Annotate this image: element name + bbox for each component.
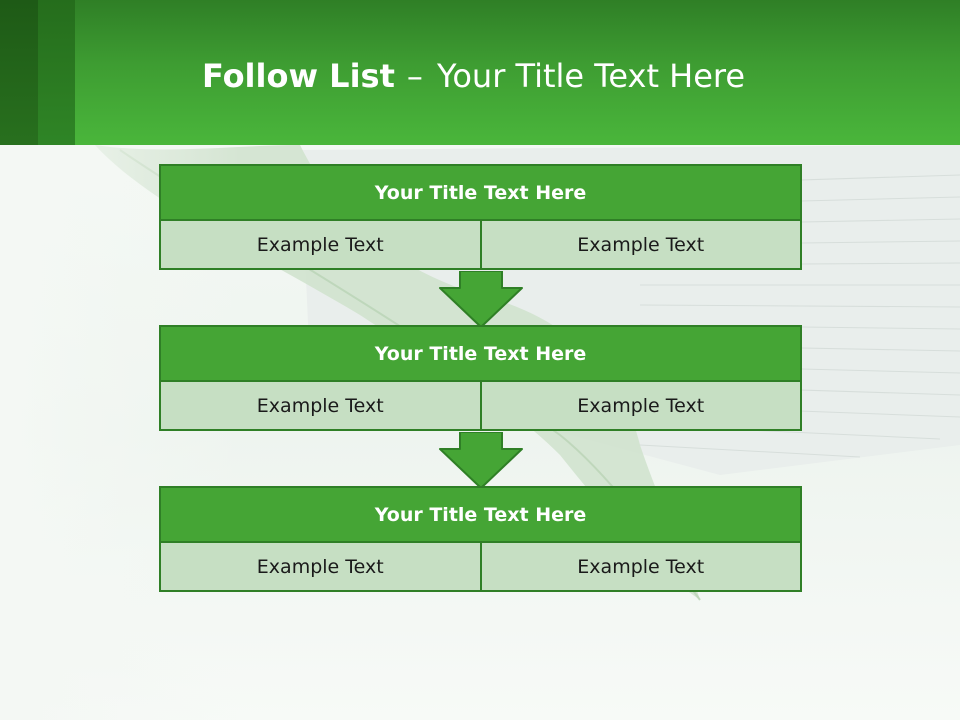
flow-step: Your Title Text Here Example Text Exampl… [159,164,802,270]
flow-step-cell-left: Example Text [159,221,482,270]
flow-step: Your Title Text Here Example Text Exampl… [159,486,802,592]
slide-title-bold: Follow List [202,57,395,95]
header-band: Follow List– Your Title Text Here [0,0,960,145]
flow-step-cell-left: Example Text [159,543,482,592]
flow-step-title: Your Title Text Here [159,325,802,382]
flow-step-row: Example Text Example Text [159,543,802,592]
flow-step: Your Title Text Here Example Text Exampl… [159,325,802,431]
flow-step-title: Your Title Text Here [159,164,802,221]
slide-title-separator: – [406,57,423,95]
flow-step-cell-right: Example Text [481,221,802,270]
flow-step-title: Your Title Text Here [159,486,802,543]
slide-title-rest: Your Title Text Here [437,57,746,95]
flow-step-cell-right: Example Text [481,543,802,592]
flow-step-cell-right: Example Text [481,382,802,431]
down-arrow-icon [439,432,523,489]
flow-step-row: Example Text Example Text [159,382,802,431]
slide-title: Follow List– Your Title Text Here [202,55,745,97]
flow-step-row: Example Text Example Text [159,221,802,270]
flow-step-cell-left: Example Text [159,382,482,431]
header-accent-stripe-mid [38,0,75,145]
header-accent-stripe-dark [0,0,38,145]
down-arrow-icon [439,271,523,328]
